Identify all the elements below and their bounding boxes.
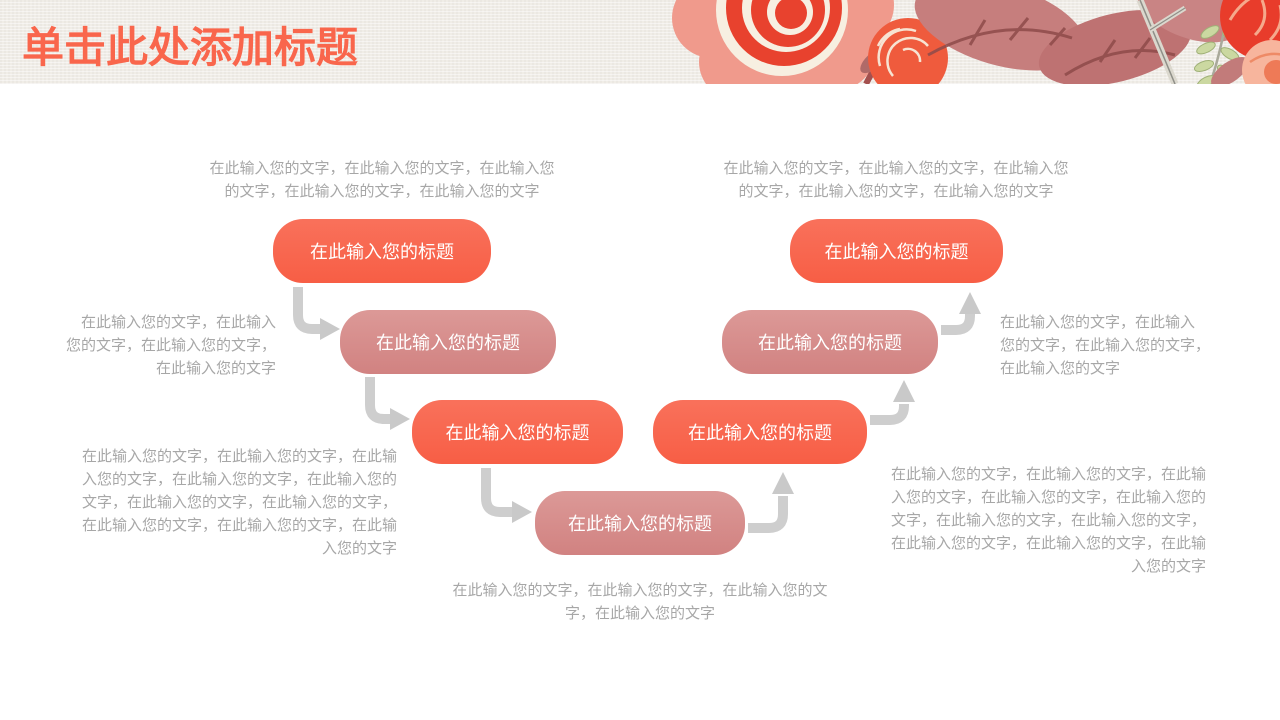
arrow-down-right-1 <box>293 287 322 334</box>
flow-box-4-label: 在此输入您的标题 <box>568 514 712 534</box>
slide-title-placeholder[interactable]: 单击此处添加标题 <box>22 24 359 71</box>
flower-decoration-icon <box>672 0 1280 84</box>
flow-box-7[interactable]: 在此输入您的标题 <box>790 219 1003 283</box>
arrow-right-up-6 <box>941 314 975 335</box>
placeholder-text-bottom-left[interactable]: 在此输入您的文字，在此输入您的文字，在此输 入您的文字，在此输入您的文字，在此输… <box>81 448 397 557</box>
flow-box-5-label: 在此输入您的标题 <box>688 423 832 443</box>
flow-box-1[interactable]: 在此输入您的标题 <box>273 219 491 283</box>
slide-header: 单击此处添加标题 <box>0 0 1280 84</box>
flow-box-6-label: 在此输入您的标题 <box>758 333 902 353</box>
flow-box-2-label: 在此输入您的标题 <box>376 333 520 353</box>
arrow-right-up-5 <box>870 404 909 425</box>
arrow-down-right-2 <box>365 377 392 424</box>
placeholder-text-bottom-center[interactable]: 在此输入您的文字，在此输入您的文字，在此输入您的文 字，在此输入您的文字 <box>452 582 828 622</box>
arrow-down-right-3 <box>481 468 514 517</box>
flow-box-6[interactable]: 在此输入您的标题 <box>722 310 938 374</box>
flow-box-2[interactable]: 在此输入您的标题 <box>340 310 556 374</box>
placeholder-text-top-right[interactable]: 在此输入您的文字，在此输入您的文字，在此输入您 的文字，在此输入您的文字，在此输… <box>723 160 1069 200</box>
arrow-right-up-4 <box>748 496 788 533</box>
flow-box-7-label: 在此输入您的标题 <box>824 242 969 262</box>
placeholder-text-bottom-right[interactable]: 在此输入您的文字，在此输入您的文字，在此输 入您的文字，在此输入您的文字，在此输… <box>890 466 1206 575</box>
flow-box-5[interactable]: 在此输入您的标题 <box>653 400 867 464</box>
placeholder-text-mid-left[interactable]: 在此输入您的文字，在此输入 您的文字，在此输入您的文字， 在此输入您的文字 <box>65 314 276 377</box>
flow-box-3[interactable]: 在此输入您的标题 <box>412 400 623 464</box>
flow-box-1-label: 在此输入您的标题 <box>310 242 454 262</box>
flow-box-3-label: 在此输入您的标题 <box>445 423 590 443</box>
flow-box-4[interactable]: 在此输入您的标题 <box>535 491 745 555</box>
placeholder-text-mid-right[interactable]: 在此输入您的文字，在此输入 您的文字，在此输入您的文字， 在此输入您的文字 <box>1000 314 1211 377</box>
placeholder-text-top-left[interactable]: 在此输入您的文字，在此输入您的文字，在此输入您 的文字，在此输入您的文字，在此输… <box>209 160 555 200</box>
